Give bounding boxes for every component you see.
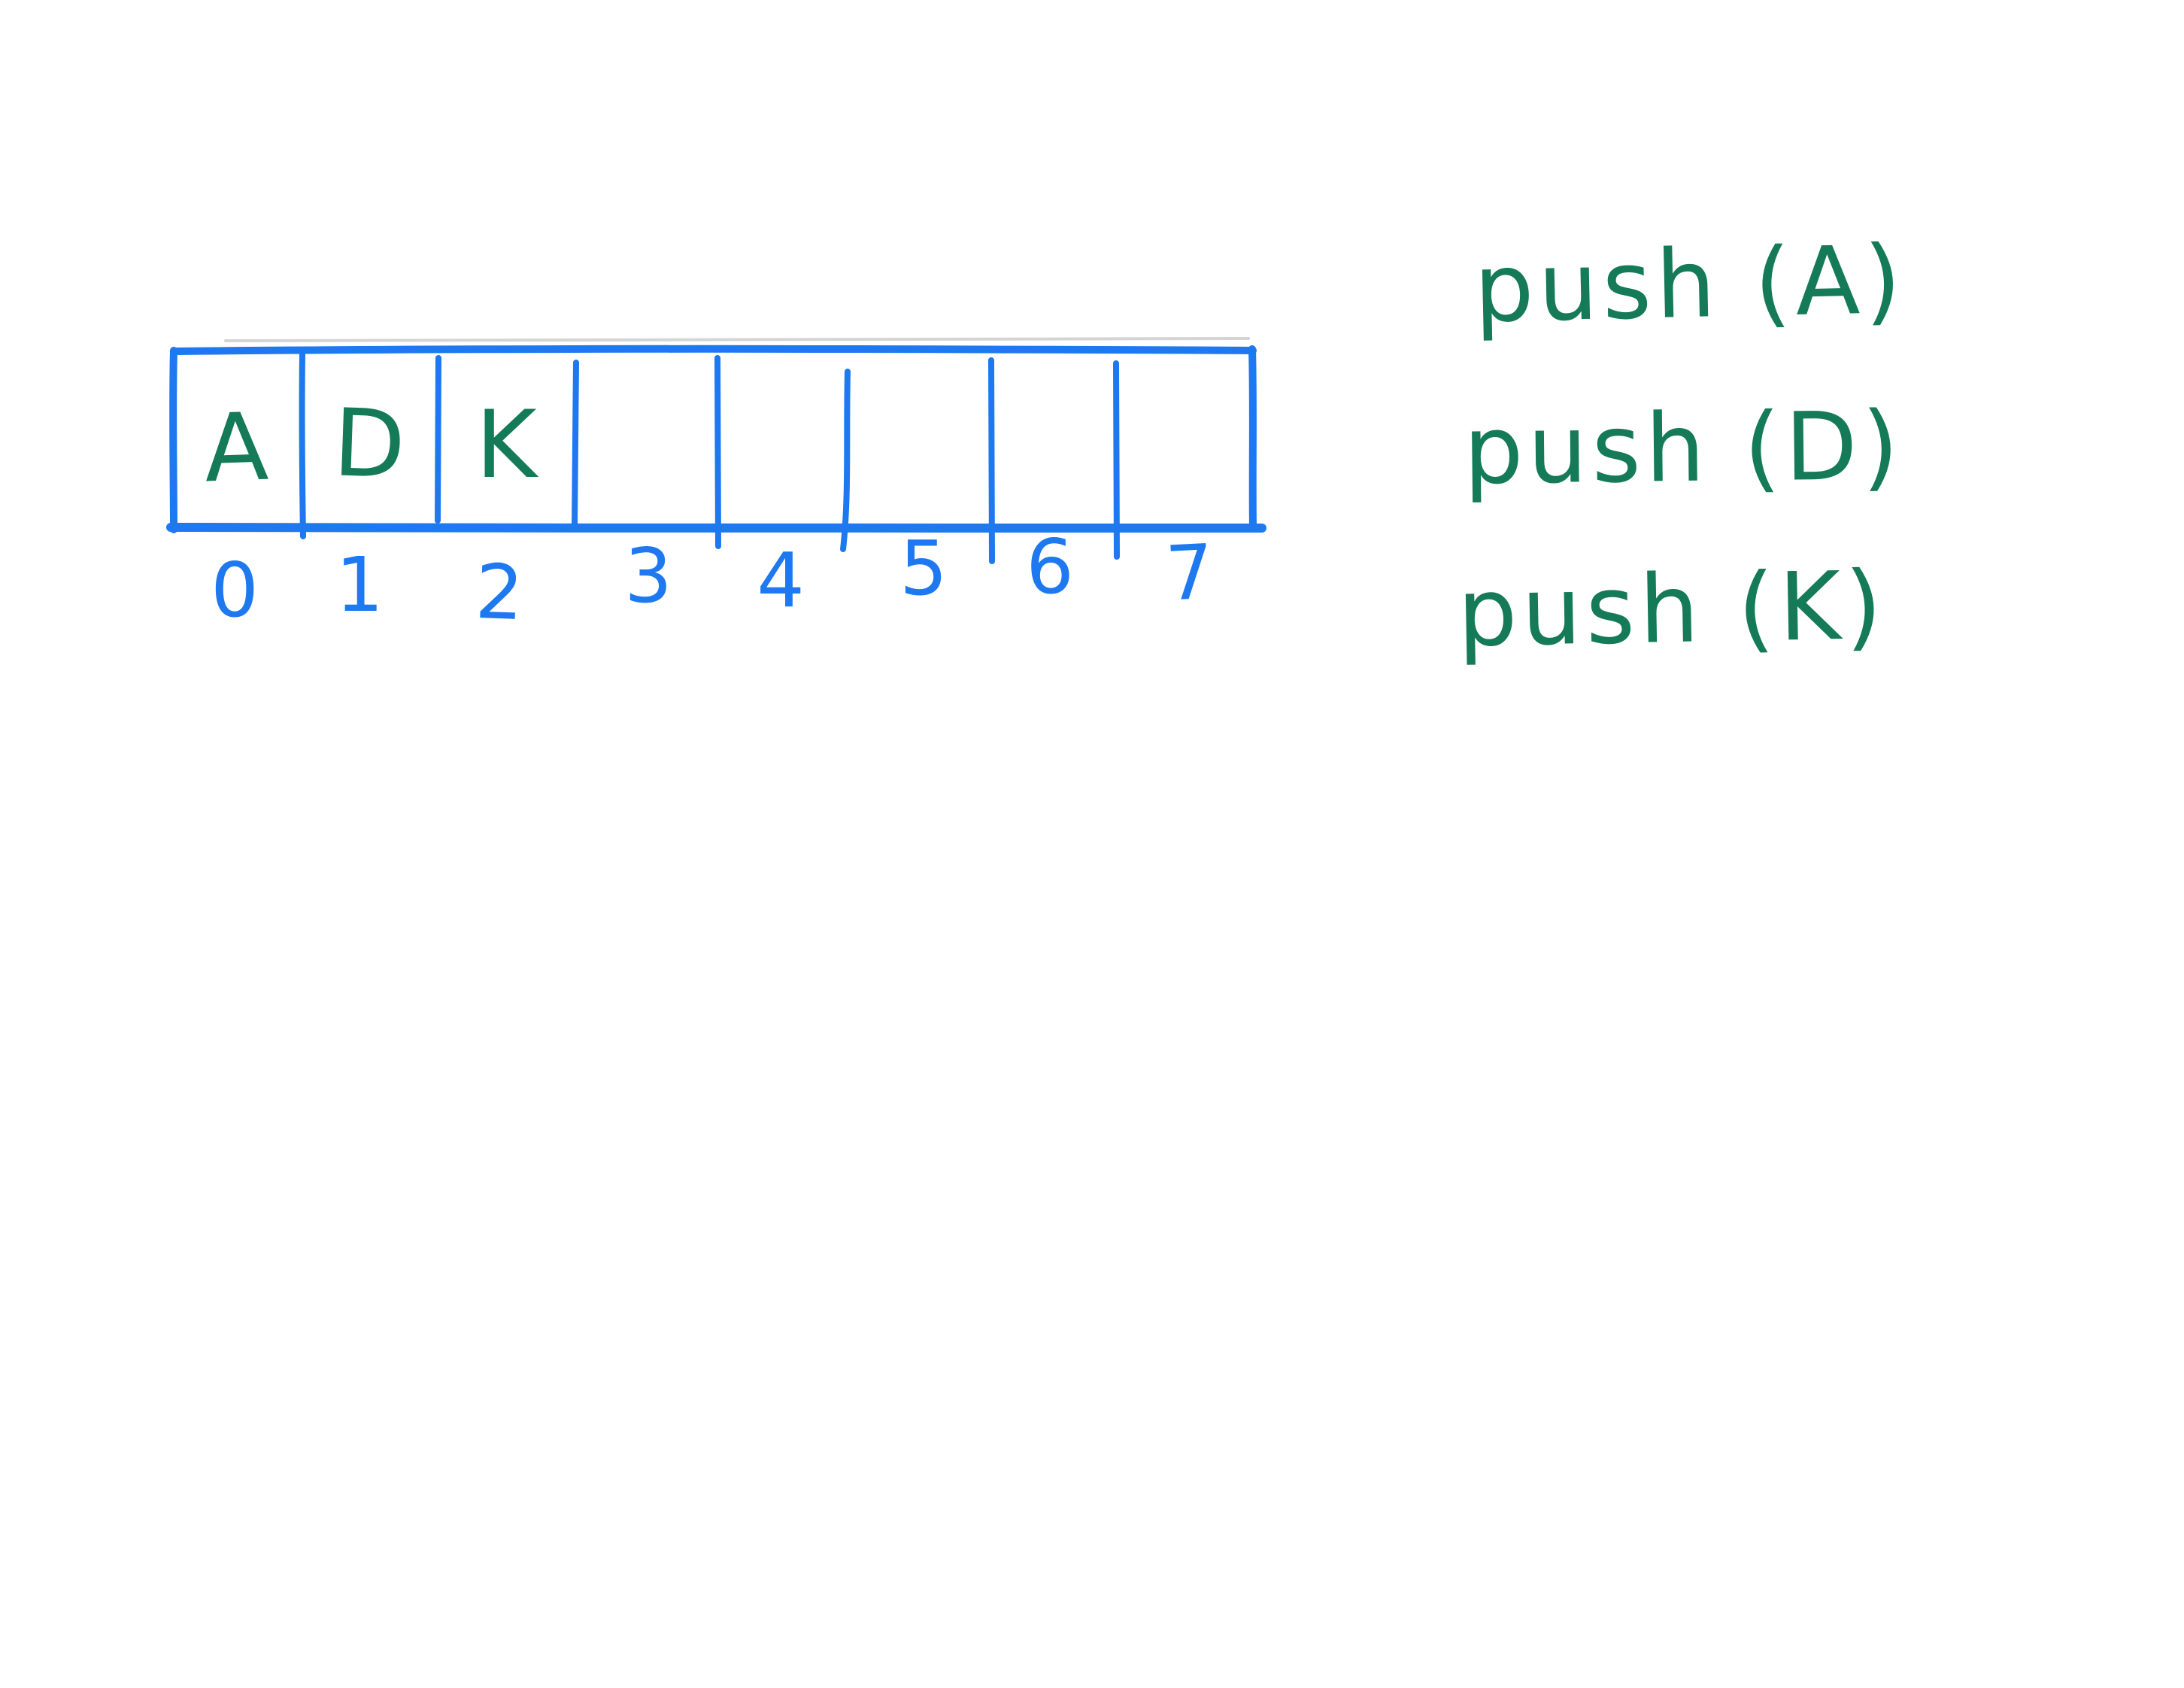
cell-divider-1 [299, 351, 306, 539]
array-cell-value: D [331, 389, 408, 500]
cell-divider-4 [714, 355, 721, 549]
faint-overdraw-stroke [224, 337, 1250, 342]
array-index-label: 6 [1026, 523, 1074, 611]
cell-divider-7 [1113, 360, 1120, 560]
cell-divider-5 [840, 369, 851, 552]
array-index-label: 0 [211, 546, 259, 634]
array-cell-value: K [475, 391, 537, 499]
array-cell-value: A [202, 393, 270, 504]
array-index-label: 3 [624, 532, 672, 620]
array-index-label: 2 [474, 547, 525, 638]
operation-label: push (K) [1456, 551, 1888, 668]
array-index-label: 4 [757, 536, 805, 624]
array-box-bottom-edge [166, 523, 1266, 533]
array-box-right-edge [1248, 345, 1257, 532]
operation-label: push (D) [1463, 391, 1904, 506]
array-box-top-edge [171, 345, 1257, 355]
array-index-label: 5 [899, 524, 948, 612]
array-index-label: 1 [335, 541, 384, 629]
cell-divider-3 [572, 360, 579, 530]
cell-divider-6 [988, 357, 995, 564]
array-box-left-edge [169, 347, 177, 533]
array-index-label: 7 [1163, 527, 1216, 618]
operation-label: push (A) [1473, 226, 1907, 344]
